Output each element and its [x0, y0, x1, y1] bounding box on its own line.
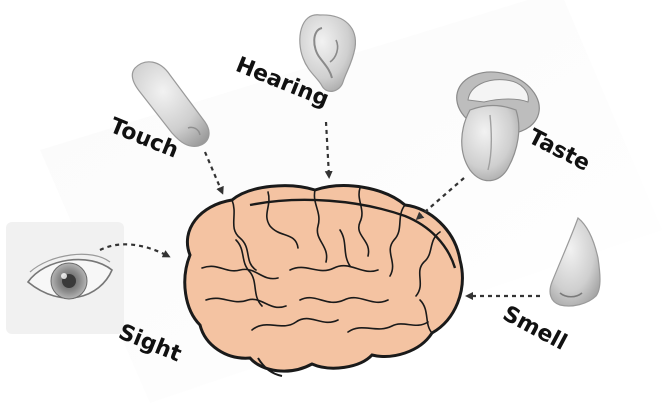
- senses-diagram: Touch Hearing Taste Sight Smell: [0, 0, 662, 403]
